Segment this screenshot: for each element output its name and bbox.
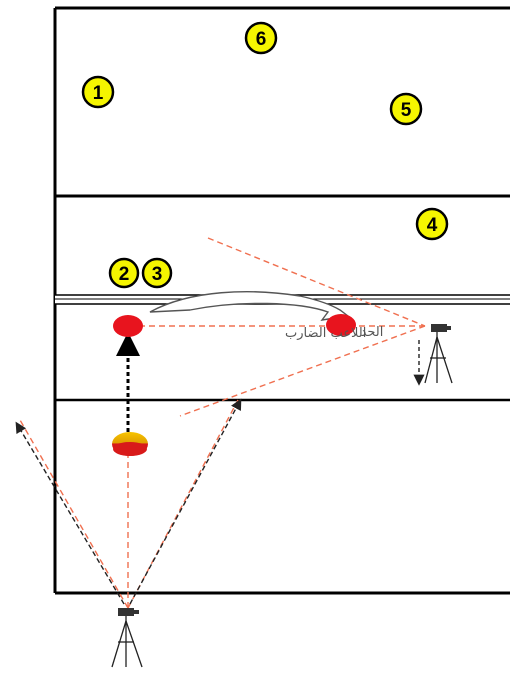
svg-text:1: 1: [93, 83, 104, 104]
svg-text:3: 3: [152, 264, 163, 285]
hitting-player-marker: [113, 315, 143, 337]
hitting-player-label: اللاعب الضارب: [285, 326, 366, 341]
blocker-label: الحد: [361, 325, 384, 340]
movement-arrows: [15, 332, 425, 605]
svg-text:2: 2: [119, 264, 130, 285]
camera-tripod-icon: [424, 324, 453, 384]
camera-tripod-icon: [111, 608, 143, 668]
court-outline: [53, 6, 510, 595]
ball-icon: [112, 432, 148, 456]
svg-text:5: 5: [401, 100, 412, 121]
ball-trajectory-arrow: [149, 291, 350, 321]
camera-sight-lines: [19, 237, 426, 609]
marker-3: 3: [141, 257, 173, 289]
marker-2: 2: [108, 257, 140, 289]
camera-left-arrow: [15, 421, 125, 605]
camera-right-arrow: [129, 398, 242, 605]
svg-text:4: 4: [427, 215, 438, 236]
svg-text:6: 6: [256, 29, 267, 50]
marker-6: 6: [244, 21, 278, 55]
marker-4: 4: [415, 207, 449, 241]
marker-1: 1: [81, 75, 115, 109]
blocker-marker: [326, 314, 356, 336]
players: [112, 314, 356, 456]
marker-5: 5: [389, 92, 423, 126]
